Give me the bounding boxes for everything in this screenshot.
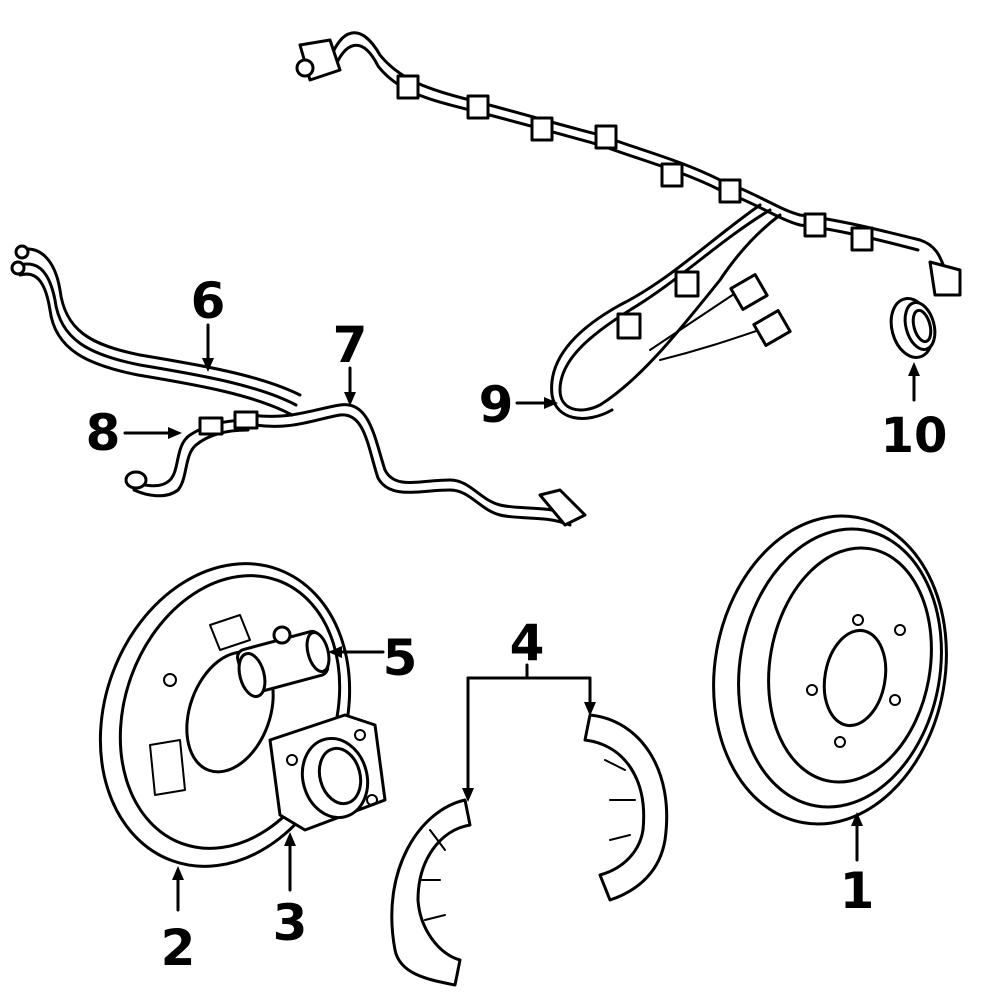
callout-10: 10 — [881, 408, 948, 464]
callout-2: 2 — [161, 919, 196, 977]
callout-5: 5 — [383, 629, 418, 687]
brake-lines — [10, 244, 587, 527]
callout-3: 3 — [273, 894, 308, 952]
callout-6: 6 — [191, 272, 226, 330]
leader-lines — [123, 323, 920, 912]
brake-drum — [712, 514, 948, 826]
callout-1: 1 — [840, 862, 875, 920]
abs-wiring-harness — [295, 31, 962, 420]
callout-9: 9 — [479, 376, 514, 434]
brake-shoes — [390, 713, 669, 987]
callout-8: 8 — [86, 404, 121, 462]
callout-4: 4 — [510, 614, 545, 672]
callout-7: 7 — [333, 316, 368, 374]
wheel-cylinder — [236, 625, 331, 698]
tone-ring-seal — [889, 297, 937, 359]
hub-bearing — [268, 713, 387, 832]
